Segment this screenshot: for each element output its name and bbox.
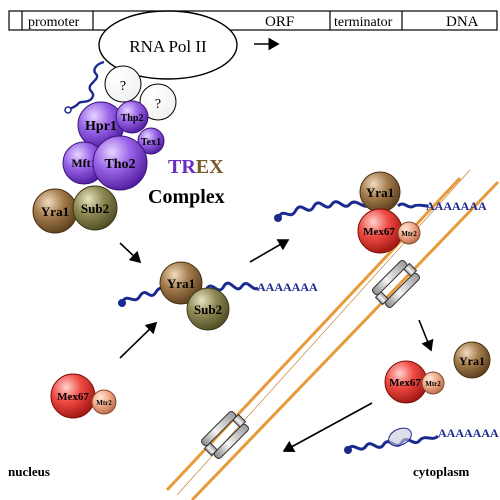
cytoplasmic-mrna-cap: [344, 446, 352, 454]
top-right-mrna-cap: [274, 214, 282, 222]
yra1-top-right-label: Yra1: [366, 185, 394, 200]
nuclear-membrane-outer: [190, 180, 500, 500]
mex67-top-right-label: Mex67: [363, 226, 395, 238]
thp2-label: Thp2: [121, 113, 144, 124]
pol-ii-label: RNA Pol II: [129, 37, 207, 56]
pol-ii-ellipse: [98, 10, 238, 80]
dna-label: DNA: [446, 14, 479, 30]
mex67-nucleus-label: Mex67: [57, 391, 89, 403]
pore-ring: [371, 259, 408, 296]
unknown-factor-2: [139, 83, 177, 121]
arrow-recycle-to-nucleus: [282, 402, 373, 453]
sub2-trex-label: Sub2: [81, 201, 109, 216]
arrow-mex67-to-mrnp: [119, 321, 158, 359]
central-poly-a-tail: AAAAAAA: [257, 280, 318, 294]
cytoplasmic-mrna: AAAAAAA: [344, 426, 499, 454]
trex-title: TREX: [168, 156, 224, 178]
rna-polymerase-ii: RNA Pol II: [98, 10, 280, 80]
mtr2-released-label: Mtr2: [425, 380, 441, 388]
promoter-label: promoter: [28, 15, 80, 30]
hpr1-label: Hpr1: [85, 119, 117, 134]
thp2-protein: [115, 100, 149, 134]
mex67-released-label: Mex67: [389, 377, 421, 389]
tho2-protein: [92, 135, 148, 191]
mtr2-protein-nucleus: [91, 389, 117, 415]
pore-ring: [213, 423, 250, 460]
arrow-export-to-release: [418, 319, 434, 352]
pore-spoke: [203, 442, 218, 457]
unknown-factor-1: [104, 65, 142, 103]
pore-spoke: [374, 291, 389, 306]
yra1-protein-released: [453, 341, 491, 379]
top-right-mrna-strand: [276, 200, 429, 219]
pore-spoke: [232, 413, 247, 428]
trex-title-ex: EX: [196, 156, 224, 178]
unknown-factor-1-label: ?: [120, 79, 126, 94]
trex-title-tr: TR: [168, 156, 196, 178]
nuclear-pore-lower: [200, 410, 250, 460]
yra1-trex-label: Yra1: [41, 204, 69, 219]
pore-ring: [384, 272, 421, 309]
mtr2-top-right-label: Mtr2: [401, 230, 417, 238]
cytoplasm-label: cytoplasm: [413, 464, 470, 479]
sub2-central-label: Sub2: [194, 302, 222, 317]
orf-label: ORF: [265, 14, 294, 30]
trex-complex: ? ? Hpr1 Thp2 Tex1 Mft1 Tho2 Yra1 Sub2 T…: [32, 65, 225, 234]
yra1-central-label: Yra1: [167, 276, 195, 291]
gene-bar-outline: [8, 10, 498, 31]
sub2-protein-central: [186, 287, 230, 331]
mtr2-nucleus-label: Mtr2: [96, 399, 112, 407]
top-right-mrnp: Yra1 Mex67 Mtr2 AAAAAAA: [274, 171, 487, 254]
nucleus-mex67-mtr2: Mex67 Mtr2: [50, 373, 117, 419]
terminator-label: terminator: [334, 15, 393, 30]
pore-spoke: [403, 262, 418, 277]
top-right-poly-a-tail: AAAAAAA: [426, 199, 487, 213]
released-factors: Mex67 Mtr2 Yra1: [384, 341, 491, 404]
pore-ring: [200, 410, 237, 447]
tex1-protein: [137, 127, 165, 155]
gene-bar: promoter ORF terminator DNA: [8, 10, 498, 31]
cytoplasmic-poly-a-tail: AAAAAAA: [438, 426, 499, 440]
mtr2-protein-top-right: [397, 221, 421, 245]
tho2-label: Tho2: [104, 157, 135, 172]
tex1-label: Tex1: [141, 137, 161, 148]
central-mrna-cap: [118, 299, 126, 307]
rna-cap: [64, 106, 72, 114]
central-mrnp: Yra1 Sub2 AAAAAAA: [118, 261, 318, 331]
mft1-label: Mft1: [71, 156, 96, 170]
yra1-released-label: Yra1: [459, 354, 485, 368]
arrow-mrnp-to-pore: [249, 239, 290, 263]
trex-subtitle: Complex: [148, 186, 225, 208]
nuclear-pore-upper: [371, 259, 421, 309]
nascent-rna-strand: [67, 60, 105, 111]
yra1-protein-central: [159, 261, 203, 305]
unknown-factor-2-label: ?: [155, 97, 161, 112]
cytoplasmic-bound-protein: [388, 427, 412, 447]
arrow-trex-to-mrnp: [119, 242, 142, 264]
mtr2-protein-released: [421, 371, 445, 395]
sub2-protein-trex: [72, 185, 118, 231]
nucleus-label: nucleus: [8, 464, 50, 479]
